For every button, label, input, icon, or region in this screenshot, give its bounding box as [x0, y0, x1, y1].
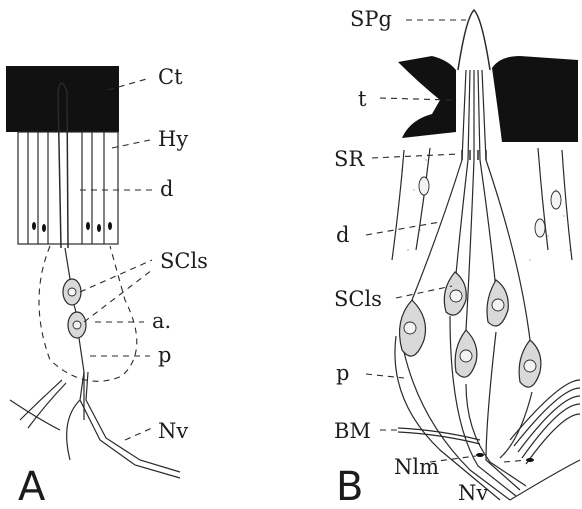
label-ct: Ct	[158, 65, 183, 89]
label-nlm: Nlm	[394, 455, 439, 479]
label-p-a: p	[158, 343, 171, 367]
label-nv-b: Nv	[458, 481, 488, 505]
label-sr: SR	[334, 147, 365, 171]
label-scls-b: SCls	[334, 287, 382, 311]
nerve-a	[10, 372, 180, 478]
cuticle-b-left	[398, 56, 456, 138]
label-scls-a: SCls	[160, 249, 208, 273]
panel-b: SPg t SR d SCls p BM Nlm Nv B	[334, 7, 580, 509]
organ-outline-a	[39, 246, 137, 381]
hypodermis-b	[392, 148, 572, 261]
label-bm: BM	[334, 419, 371, 443]
label-t: t	[358, 87, 367, 111]
label-nv-a: Nv	[158, 419, 188, 443]
panel-letter-a: A	[18, 464, 46, 509]
label-a: a.	[152, 309, 171, 333]
sense-cells-b	[400, 272, 541, 387]
label-spg: SPg	[350, 7, 392, 31]
label-hy: Hy	[158, 127, 188, 151]
label-d-a: d	[160, 177, 173, 201]
cuticle-a	[6, 66, 119, 132]
sense-cells-a	[63, 248, 86, 420]
panel-letter-b: B	[336, 464, 363, 509]
panel-a: Ct Hy d SCls a. p Nv A	[6, 65, 208, 509]
label-p-b: p	[336, 361, 349, 385]
sensory-peg	[458, 10, 490, 70]
label-d-b: d	[336, 223, 349, 247]
cuticle-b-right	[492, 56, 578, 142]
